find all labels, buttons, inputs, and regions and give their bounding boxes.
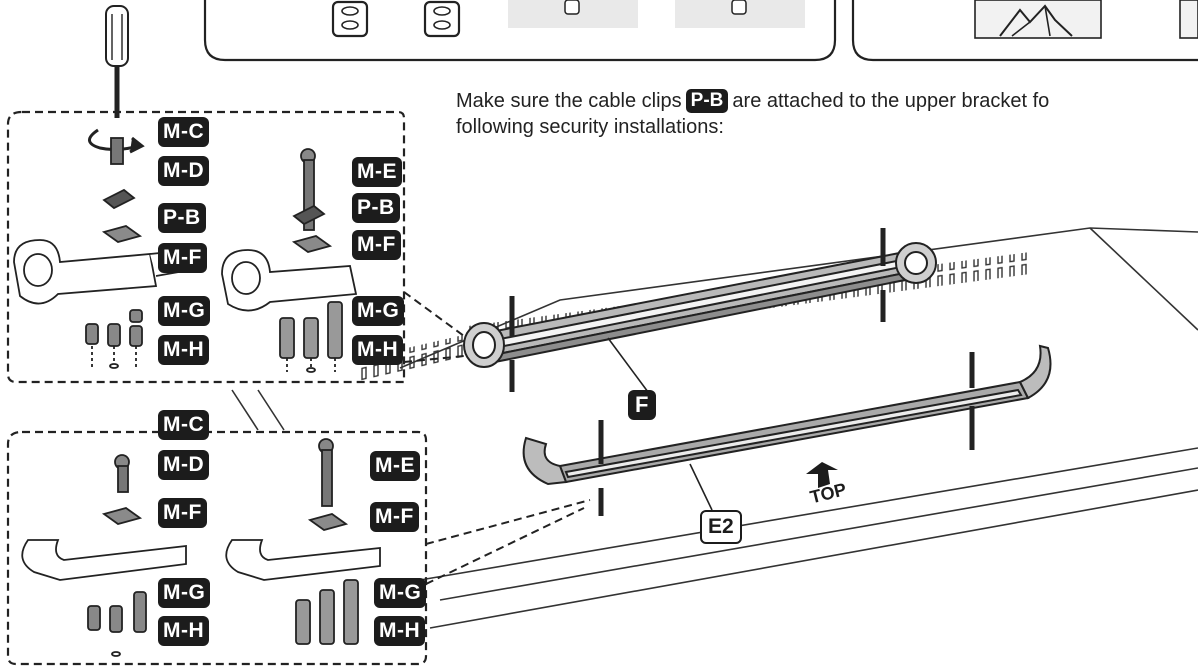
lower-left-parts bbox=[21, 454, 187, 657]
label-m-e: M-E bbox=[370, 451, 420, 481]
part-tag-p-b: P-B bbox=[685, 89, 729, 113]
label-p-b: P-B bbox=[352, 193, 400, 223]
screwdriver-icon bbox=[105, 5, 129, 118]
label-m-h: M-H bbox=[158, 616, 210, 646]
label-m-d: M-D bbox=[158, 450, 210, 480]
top-partial-panels bbox=[203, 0, 1198, 62]
instruction-line-2: following security installations: bbox=[456, 116, 724, 138]
label-m-f: M-F bbox=[158, 498, 207, 528]
upper-detail-box bbox=[6, 110, 465, 384]
label-m-h: M-H bbox=[352, 335, 404, 365]
lower-bracket-label: E2 bbox=[700, 510, 742, 544]
up-arrow-icon bbox=[806, 462, 838, 488]
label-m-f: M-F bbox=[158, 243, 207, 273]
label-p-b: P-B bbox=[158, 203, 206, 233]
lower-right-parts bbox=[225, 438, 381, 645]
instruction-text-start: Make sure the cable clips bbox=[456, 90, 682, 112]
label-m-c: M-C bbox=[158, 410, 210, 440]
label-m-c: M-C bbox=[158, 117, 210, 147]
upper-bracket-label: F bbox=[628, 390, 656, 420]
lower-bracket-e2 bbox=[522, 344, 1052, 516]
label-m-h: M-H bbox=[374, 616, 426, 646]
upper-right-parts bbox=[221, 148, 358, 373]
label-m-d: M-D bbox=[158, 156, 210, 186]
label-m-f: M-F bbox=[370, 502, 419, 532]
label-m-g: M-G bbox=[158, 578, 211, 608]
label-m-g: M-G bbox=[158, 296, 211, 326]
label-m-e: M-E bbox=[352, 157, 402, 187]
instruction-text-end: are attached to the upper bracket fo bbox=[732, 90, 1050, 112]
rotate-arrow-icon bbox=[88, 128, 145, 154]
upper-left-parts bbox=[13, 137, 191, 369]
label-m-g: M-G bbox=[352, 296, 405, 326]
label-m-h: M-H bbox=[158, 335, 210, 365]
upper-bracket-f bbox=[463, 228, 937, 393]
label-m-f: M-F bbox=[352, 230, 401, 260]
label-m-g: M-G bbox=[374, 578, 427, 608]
lower-detail-box bbox=[6, 430, 591, 666]
